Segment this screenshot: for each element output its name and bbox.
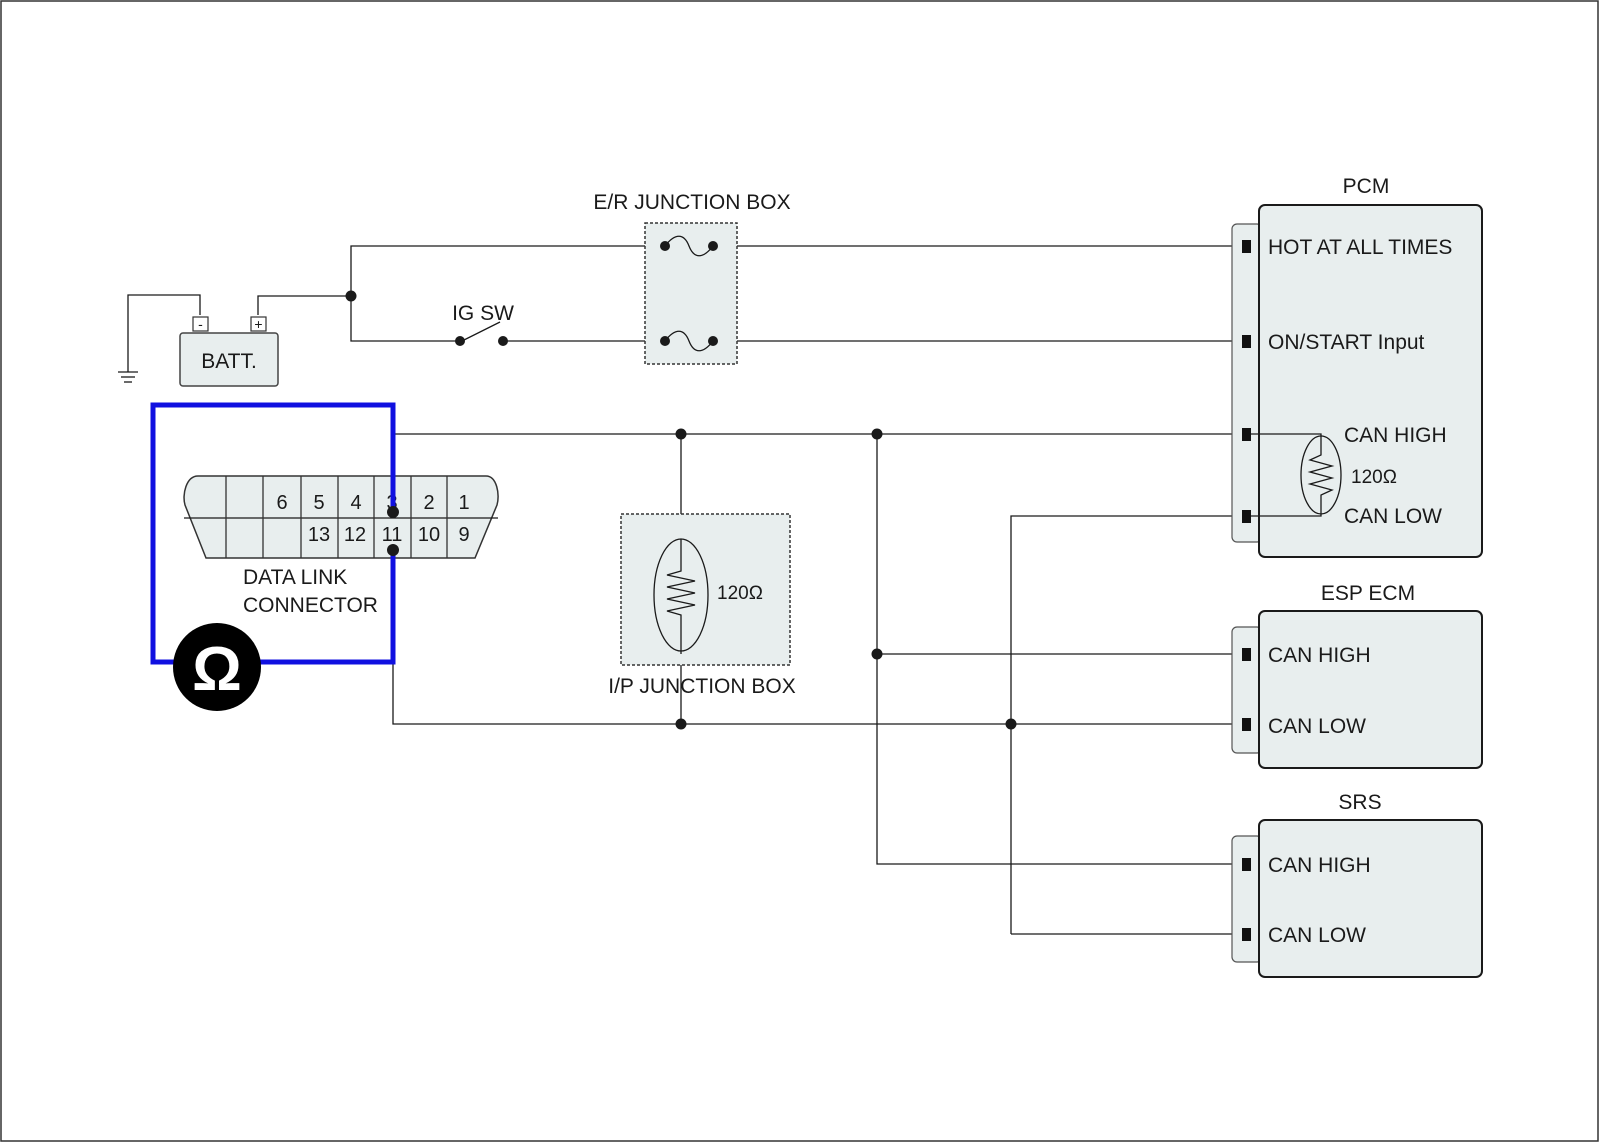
- esp-ecm-pin-can-low: CAN LOW: [1268, 715, 1366, 738]
- dlc-pin-11: 11: [382, 524, 403, 546]
- dlc-pin-13: 13: [308, 524, 330, 546]
- pcm-resistor-icon: [1307, 448, 1335, 502]
- pcm-resistor-value: 120Ω: [1351, 467, 1397, 488]
- esp-ecm-title: ESP ECM: [1321, 582, 1415, 605]
- battery-negative-terminal: [192, 316, 209, 332]
- pcm-module: PCM HOT AT ALL TIMES ON/START Input CAN …: [1231, 175, 1483, 558]
- dlc-pin-9: 9: [458, 524, 469, 546]
- srs-title: SRS: [1338, 791, 1381, 814]
- ignition-switch: IG SW: [452, 302, 514, 346]
- wires: [118, 245, 1238, 935]
- esp-ecm-pin-can-high: CAN HIGH: [1268, 644, 1371, 667]
- pcm-pin-on-start-input: ON/START Input: [1268, 331, 1425, 354]
- ip-resistor-icon: [666, 539, 696, 654]
- battery-positive-symbol: +: [254, 316, 262, 332]
- pcm-termination-resistor-outline: [1300, 435, 1342, 515]
- fuse-hot-icon: [664, 235, 714, 257]
- splice-points: [345, 290, 1017, 730]
- esp-ecm-box: [1258, 610, 1483, 769]
- fuse-ignition-icon: [664, 330, 714, 352]
- pcm-title: PCM: [1343, 175, 1390, 198]
- srs-pin-can-low: CAN LOW: [1268, 924, 1366, 947]
- ignition-switch-label: IG SW: [452, 302, 514, 325]
- ohmmeter-icon: [173, 623, 261, 711]
- battery: - + BATT.: [179, 316, 279, 387]
- er-junction-box: E/R JUNCTION BOX: [593, 191, 791, 365]
- ip-junction-box-outline: [620, 513, 791, 666]
- ohmmeter: Ω: [150, 402, 399, 711]
- ohmmeter-lead: [150, 402, 396, 665]
- data-link-connector: 6 5 4 3 2 1 13 12 11 10 9 DATA LINK CONN…: [183, 475, 499, 617]
- er-junction-box-outline: [644, 222, 738, 365]
- battery-body: [179, 332, 279, 387]
- battery-positive-terminal: [250, 316, 267, 332]
- battery-negative-symbol: -: [198, 316, 203, 332]
- dlc-label-line2: CONNECTOR: [243, 594, 378, 617]
- dlc-pin-5: 5: [313, 492, 324, 514]
- esp-ecm-module: ESP ECM CAN HIGH CAN LOW: [1231, 582, 1483, 769]
- pcm-box: [1258, 204, 1483, 558]
- dlc-pin-2: 2: [423, 492, 434, 514]
- dlc-pin-6: 6: [276, 492, 287, 514]
- ip-junction-box-label: I/P JUNCTION BOX: [608, 675, 795, 698]
- pcm-pin-hot-at-all-times: HOT AT ALL TIMES: [1268, 236, 1452, 259]
- pcm-pin-can-low: CAN LOW: [1344, 505, 1442, 528]
- dlc-body: [183, 475, 499, 559]
- srs-module: SRS CAN HIGH CAN LOW: [1231, 791, 1483, 978]
- dlc-pin-12: 12: [344, 524, 366, 546]
- pcm-pin-can-high: CAN HIGH: [1344, 424, 1447, 447]
- dlc-pin-10: 10: [418, 524, 440, 546]
- dlc-label-line1: DATA LINK: [243, 566, 347, 589]
- ip-resistor-value: 120Ω: [717, 583, 763, 604]
- dlc-pin-4: 4: [350, 492, 361, 514]
- battery-label: BATT.: [201, 350, 257, 373]
- srs-pin-can-high: CAN HIGH: [1268, 854, 1371, 877]
- dlc-pin-1: 1: [458, 492, 469, 514]
- srs-box: [1258, 819, 1483, 978]
- er-junction-box-label: E/R JUNCTION BOX: [593, 191, 790, 214]
- ip-junction-box: 120Ω I/P JUNCTION BOX: [608, 513, 796, 698]
- ohmmeter-symbol: Ω: [192, 635, 242, 704]
